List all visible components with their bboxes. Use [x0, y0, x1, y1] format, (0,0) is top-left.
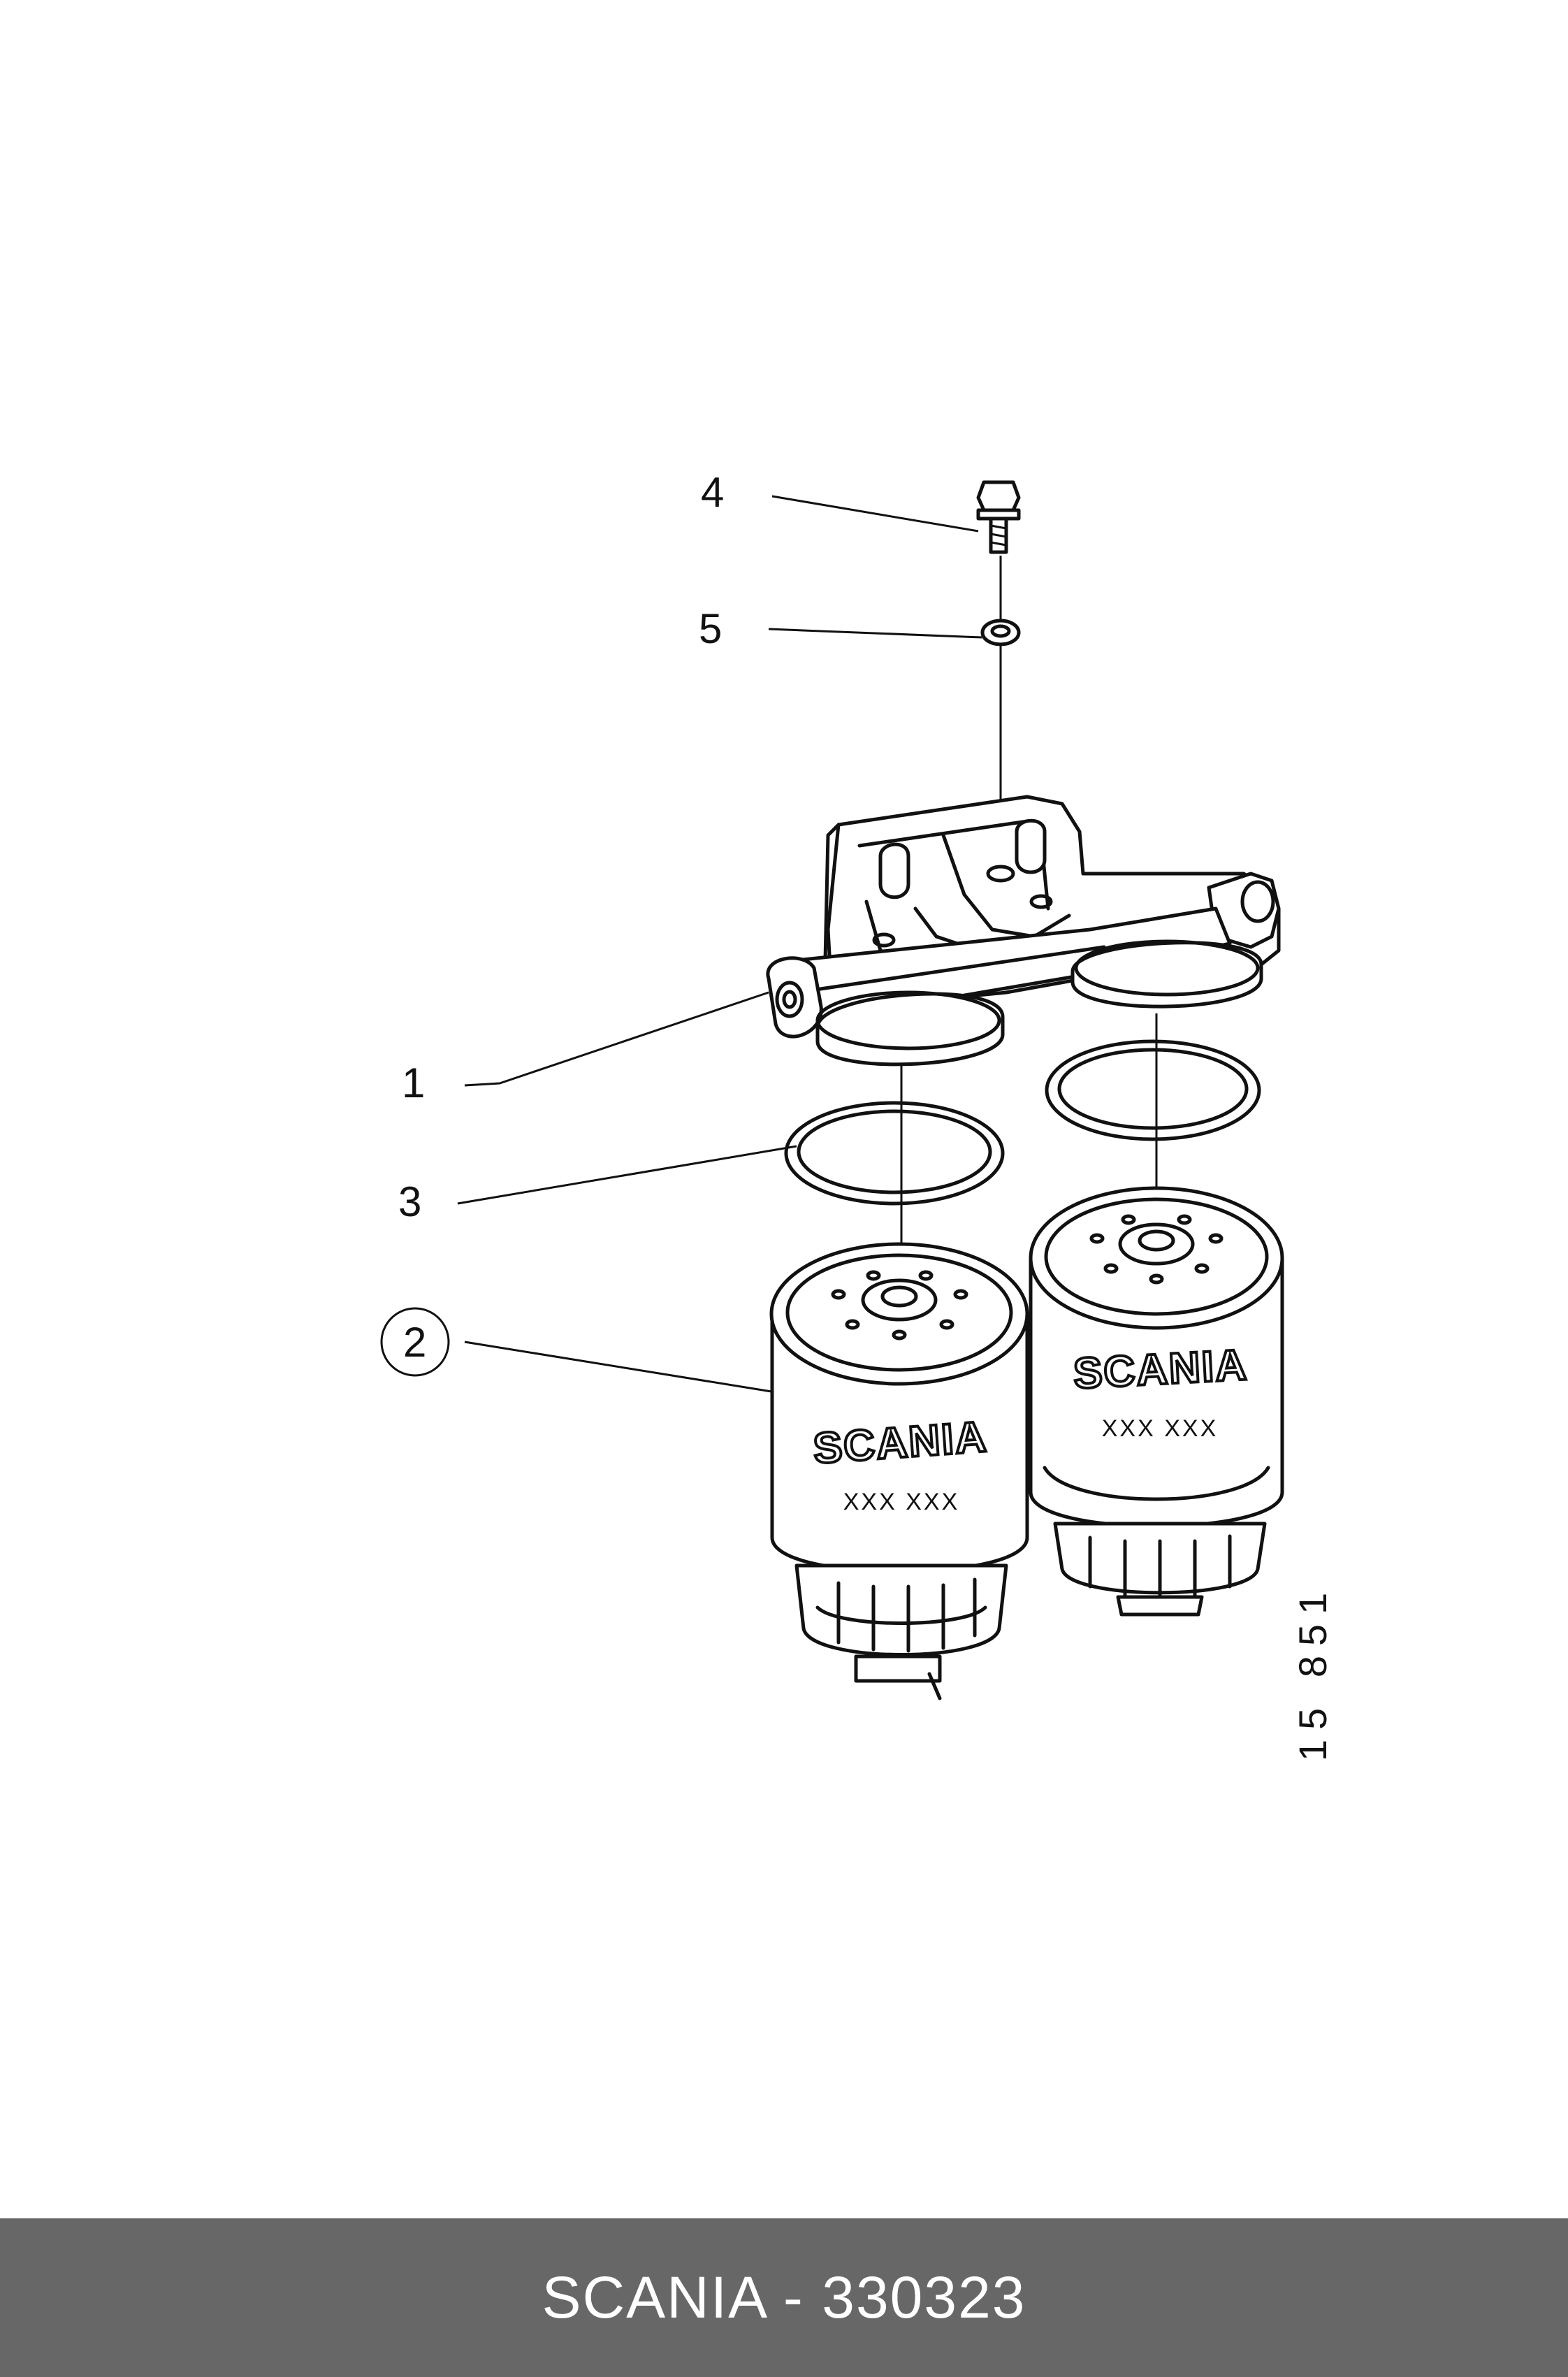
filter-left-part-2	[769, 1242, 1029, 1700]
leader-4	[771, 495, 979, 533]
filter-right-brand: SCANIA	[1072, 1341, 1249, 1399]
footer-title: SCANIA - 330323	[542, 2264, 1026, 2330]
filter-right-code: XXX XXX	[1102, 1415, 1219, 1442]
drawing-number: 15 851	[1291, 1583, 1335, 1761]
filter-head-part-1	[766, 795, 1281, 1067]
leader-lines	[457, 495, 1158, 1394]
footer-bar: SCANIA - 330323	[0, 2218, 1568, 2377]
exploded-parts-diagram: 4 5 1 3 2 SCANIA XXX XXX SCANIA XXX XXX …	[380, 469, 1335, 1761]
filter-left-code: XXX XXX	[843, 1489, 960, 1515]
bolt-part-4	[976, 480, 1021, 554]
filter-right	[1029, 1186, 1284, 1617]
washer-part-5	[980, 619, 1021, 646]
callout-1: 1	[402, 1060, 425, 1106]
leader-5	[768, 628, 982, 639]
callout-5: 5	[699, 605, 722, 652]
callout-2-circle	[380, 1307, 450, 1377]
seal-ring-part-3	[784, 1101, 1005, 1206]
leader-2	[464, 1341, 776, 1394]
callout-3: 3	[398, 1178, 421, 1225]
callout-2: 2	[403, 1319, 426, 1366]
leader-3	[457, 1145, 797, 1205]
callout-4: 4	[701, 469, 724, 516]
leader-1	[464, 991, 769, 1087]
seal-ring-right	[1045, 1039, 1261, 1141]
